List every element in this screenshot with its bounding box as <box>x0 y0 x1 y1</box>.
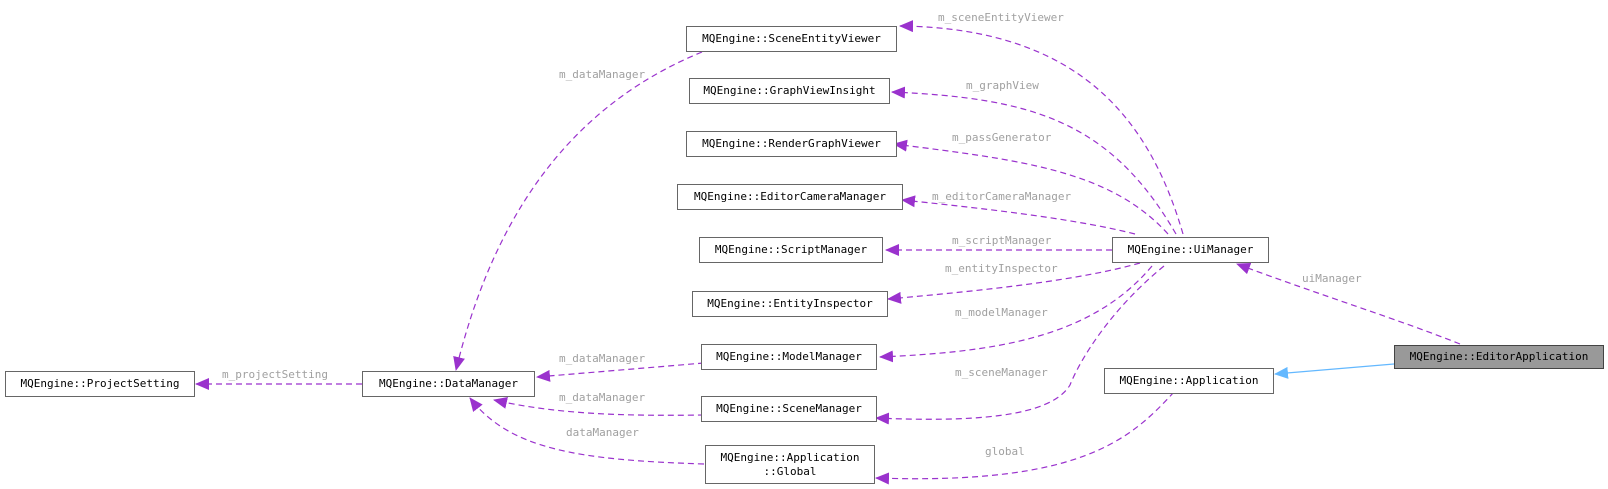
edge-data-manager-global <box>469 397 705 465</box>
node-label: MQEngine::EntityInspector <box>707 297 873 310</box>
node-label: MQEngine::UiManager <box>1127 243 1254 256</box>
node-label: MQEngine::SceneManager <box>716 402 862 415</box>
node-script-manager[interactable]: MQEngine::ScriptManager <box>699 237 883 263</box>
edge-editor-camera-manager <box>901 195 1136 235</box>
edge-ui-manager <box>1236 262 1461 345</box>
node-editor-camera-manager[interactable]: MQEngine::EditorCameraManager <box>677 184 903 210</box>
edge-data-manager-model <box>536 362 705 382</box>
label-ui-manager: uiManager <box>1302 272 1362 285</box>
node-label: MQEngine::GraphViewInsight <box>703 84 876 97</box>
label-data-manager-viewer: m_dataManager <box>559 68 645 81</box>
edge-inheritance <box>1274 363 1395 379</box>
node-ui-manager[interactable]: MQEngine::UiManager <box>1112 237 1269 263</box>
label-editor-camera-manager: m_editorCameraManager <box>932 190 1071 203</box>
node-scene-manager[interactable]: MQEngine::SceneManager <box>701 396 877 422</box>
node-label: MQEngine::EditorApplication <box>1409 350 1589 363</box>
edge-pass-generator <box>893 139 1169 235</box>
label-model-manager: m_modelManager <box>955 306 1048 319</box>
edge-global <box>875 391 1175 485</box>
node-editor-application: MQEngine::EditorApplication <box>1394 345 1604 369</box>
node-data-manager[interactable]: MQEngine::DataManager <box>362 371 535 397</box>
edge-data-manager-viewer <box>453 51 703 371</box>
node-label: MQEngine::ProjectSetting <box>20 377 180 390</box>
node-project-setting[interactable]: MQEngine::ProjectSetting <box>5 371 195 397</box>
label-scene-entity-viewer: m_sceneEntityViewer <box>938 11 1064 24</box>
node-label: MQEngine::RenderGraphViewer <box>702 137 881 150</box>
edge-scene-manager <box>875 265 1165 425</box>
label-pass-generator: m_passGenerator <box>952 131 1052 144</box>
label-project-setting: m_projectSetting <box>222 368 328 381</box>
label-script-manager: m_scriptManager <box>952 234 1052 247</box>
label-data-manager-scene: m_dataManager <box>559 391 645 404</box>
node-render-graph-viewer[interactable]: MQEngine::RenderGraphViewer <box>686 131 897 157</box>
label-entity-inspector: m_entityInspector <box>945 262 1058 275</box>
label-data-manager-global: dataManager <box>566 426 639 439</box>
node-label-line1: MQEngine::Application <box>720 450 860 464</box>
node-model-manager[interactable]: MQEngine::ModelManager <box>701 344 877 370</box>
node-label: MQEngine::Application <box>1119 374 1259 387</box>
node-label: MQEngine::ModelManager <box>716 350 862 363</box>
node-label: MQEngine::EditorCameraManager <box>693 190 887 203</box>
node-scene-entity-viewer[interactable]: MQEngine::SceneEntityViewer <box>686 26 897 52</box>
label-data-manager-model: m_dataManager <box>559 352 645 365</box>
node-label-line2: ::Global <box>763 464 817 478</box>
label-graph-view: m_graphView <box>966 79 1039 92</box>
node-label: MQEngine::DataManager <box>378 377 519 390</box>
edge-entity-inspector <box>887 262 1141 304</box>
label-scene-manager: m_sceneManager <box>955 366 1048 379</box>
label-global: global <box>985 445 1025 458</box>
node-application[interactable]: MQEngine::Application <box>1104 368 1274 394</box>
node-entity-inspector[interactable]: MQEngine::EntityInspector <box>692 291 888 317</box>
edge-scene-entity-viewer <box>899 20 1184 235</box>
node-label: MQEngine::ScriptManager <box>714 243 868 256</box>
edge-graph-view <box>891 86 1177 235</box>
node-label: MQEngine::SceneEntityViewer <box>702 32 881 45</box>
edge-model-manager <box>879 265 1153 363</box>
node-graph-view-insight[interactable]: MQEngine::GraphViewInsight <box>689 78 890 104</box>
node-application-global[interactable]: MQEngine::Application ::Global <box>705 445 875 484</box>
